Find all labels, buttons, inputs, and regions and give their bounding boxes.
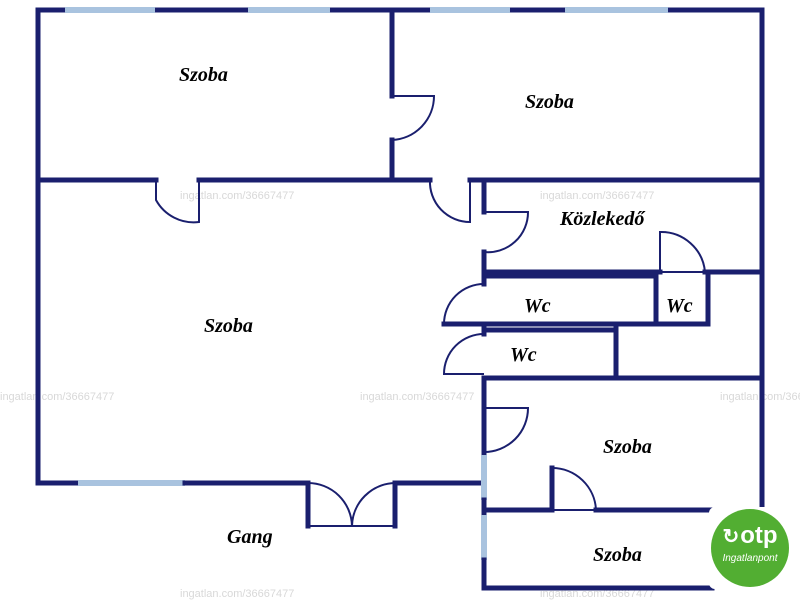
- door-wc3: [442, 333, 485, 375]
- room-label-corridor: Közlekedő: [559, 208, 646, 230]
- watermarks: ingatlan.com/36667477 ingatlan.com/36667…: [0, 190, 800, 600]
- room-label-wc-1: Wc: [524, 295, 551, 317]
- door-entrance-left: [307, 482, 354, 527]
- watermark: ingatlan.com/36667477: [540, 588, 654, 600]
- door-lower-room-entry: [483, 407, 530, 453]
- watermark: ingatlan.com/36667477: [540, 190, 654, 202]
- door-lower-rooms: [551, 466, 598, 511]
- otp-logo-brand-text: otp: [740, 522, 778, 549]
- door-corridor-side: [483, 211, 530, 254]
- otp-logo-circle: ↻otp Ingatlanpont: [711, 509, 789, 587]
- room-label-wc-3: Wc: [510, 344, 537, 366]
- room-label-bottom-right: Szoba: [593, 544, 642, 566]
- otp-logo-subtitle: Ingatlanpont: [722, 553, 778, 564]
- otp-logo: ↻otp Ingatlanpont: [709, 507, 791, 589]
- doors: [155, 95, 707, 527]
- door-corridor-entry: [428, 179, 471, 224]
- room-label-lower-right: Szoba: [603, 436, 652, 458]
- door-wc2: [659, 230, 707, 273]
- watermark: ingatlan.com/36667477: [180, 588, 294, 600]
- otp-swirl-icon: ↻: [722, 526, 740, 548]
- door-top-rooms: [391, 95, 436, 141]
- outside-label-gang: Gang: [227, 526, 273, 548]
- room-label-big-left: Szoba: [204, 315, 253, 337]
- door-entrance-right: [350, 482, 396, 527]
- watermark: ingatlan.com/36667477: [360, 391, 474, 403]
- interior-walls: [35, 7, 765, 529]
- room-label-top-right: Szoba: [525, 91, 574, 113]
- watermark: ingatlan.com/36667477: [180, 190, 294, 202]
- room-label-wc-2: Wc: [666, 295, 693, 317]
- room-labels: Szoba Szoba Szoba Közlekedő Wc Wc Wc Szo…: [179, 64, 693, 566]
- room-label-top-left: Szoba: [179, 64, 228, 86]
- door-wc1: [442, 283, 485, 325]
- door-big-room-top: [155, 180, 200, 224]
- otp-logo-brand: ↻otp: [711, 523, 789, 550]
- watermark: ingatlan.com/36667477: [0, 391, 114, 403]
